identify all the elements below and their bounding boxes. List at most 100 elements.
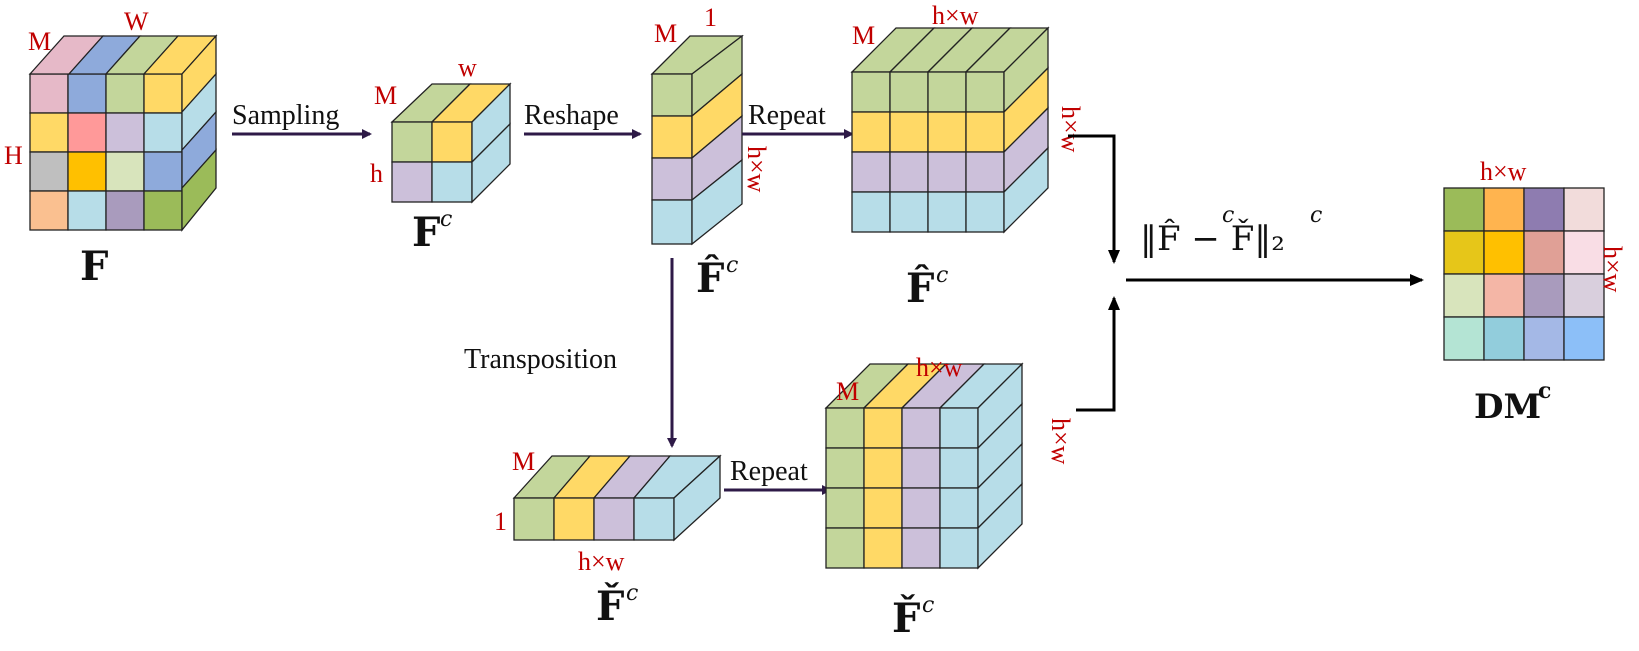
dm-cell — [1523, 316, 1565, 361]
column-fhat-label-m: M — [654, 19, 677, 48]
cube-fcheck-repeat-symbol: F̌ — [892, 595, 920, 642]
cube-fhat-repeat-label-hw-side: h×w — [1056, 106, 1085, 153]
fhat-cube-front-cell — [851, 151, 891, 193]
cube-fhat-repeat: M h×w h×w F̂ c — [850, 1, 1085, 312]
fhat-cube-front-cell — [889, 71, 929, 113]
cube-fhat-repeat-superscript: c — [936, 263, 948, 288]
cube-f-side-face — [181, 34, 217, 232]
fhat-cube-front-cell — [965, 151, 1005, 193]
cube-fhat-repeat-label-hw-top: h×w — [932, 1, 979, 30]
arrow-repeat-top: Repeat — [742, 100, 854, 139]
cube-f-cell — [105, 190, 145, 231]
fhat-cube-front-cell — [851, 191, 891, 233]
fcheck-cube-front-cell — [825, 527, 865, 569]
formula-superscript-2: c — [1310, 203, 1322, 228]
fhat-cube-front-cell — [927, 111, 967, 153]
cube-f-symbol: F — [80, 243, 108, 290]
fhat-cube-front-cell — [927, 191, 967, 233]
cube-fc: M w h F c — [370, 53, 512, 256]
cube-f-cell — [67, 73, 107, 114]
fcheck-cube-front-cell — [825, 487, 865, 529]
fhat-cube-front-cell — [851, 111, 891, 153]
cube-f-cell — [67, 151, 107, 192]
fcheck-cube-front-cell — [863, 527, 903, 569]
slab-fcheck-superscript: c — [626, 581, 638, 606]
cube-fhat-repeat-label-m: M — [852, 21, 875, 50]
output-superscript: c — [1538, 378, 1551, 404]
dm-cell — [1563, 187, 1605, 232]
formula: ‖F̂ − F̌‖₂ c c — [1140, 203, 1322, 259]
fcheck-cube-front-cell — [901, 527, 941, 569]
merge-connectors — [1068, 134, 1424, 412]
cube-f-label-w: W — [124, 7, 149, 36]
slab-fcheck: M 1 h×w F̌ c — [494, 447, 722, 630]
fcheck-cube-front-cell — [901, 487, 941, 529]
fhat-cube-front-cell — [927, 151, 967, 193]
dm-cell — [1483, 187, 1525, 232]
cube-fcheck-repeat-label-m: M — [836, 377, 859, 406]
arrow-transposition: Transposition — [464, 258, 677, 448]
cube-f-cell — [29, 151, 69, 192]
fhat-cube-front-cell — [889, 191, 929, 233]
dm-cell — [1563, 273, 1605, 318]
fcheck-cube-front-cell — [939, 527, 979, 569]
cube-fc-label-h: h — [370, 159, 383, 188]
arrow-reshape-label: Reshape — [524, 100, 619, 131]
slab-fcheck-label-m: M — [512, 447, 535, 476]
fcheck-cube-front-cell — [901, 447, 941, 489]
cube-f-cell — [29, 73, 69, 114]
column-fhat-label-hw: h×w — [742, 146, 771, 193]
cube-f: M W H F — [4, 7, 218, 290]
fhat-cube-front-cell — [965, 71, 1005, 113]
fcheck-cube-side-cell — [977, 482, 1023, 570]
fcheck-cube-front-cell — [825, 447, 865, 489]
cube-fcheck-repeat-label-hw-top: h×w — [916, 353, 963, 382]
cube-fc-superscript: c — [440, 207, 452, 232]
slab-fcheck-symbol: F̌ — [596, 583, 624, 630]
cube-fcheck-repeat: M h×w h×w F̌ c — [824, 353, 1075, 642]
cube-f-label-h: H — [4, 141, 23, 170]
fcheck-cube-front-cell — [863, 407, 903, 449]
cube-fc-symbol: F — [412, 209, 440, 256]
cube-f-front-face — [29, 73, 183, 231]
cube-f-cell — [143, 151, 183, 192]
slab-fcheck-label-1: 1 — [494, 507, 507, 536]
cube-fcheck-repeat-label-hw-side: h×w — [1046, 418, 1075, 465]
fcheck-cube-front-cell — [825, 407, 865, 449]
dm-cell — [1443, 187, 1485, 232]
fcheck-cube-front-cell — [939, 407, 979, 449]
fhat-cube-front-cell — [927, 71, 967, 113]
fcheck-cube-front-cell — [939, 487, 979, 529]
fhat-cube-front-cell — [889, 111, 929, 153]
cube-f-cell — [143, 112, 183, 153]
fhat-cube-side-cell — [1003, 146, 1049, 234]
cube-f-cell — [29, 112, 69, 153]
arrow-repeat-bottom-label: Repeat — [730, 456, 808, 487]
fhat-cube-front-cell — [889, 151, 929, 193]
dm-cell — [1443, 230, 1485, 275]
output-symbol: DM — [1474, 387, 1541, 427]
arrow-transposition-label: Transposition — [464, 344, 617, 375]
cube-fcheck-repeat-superscript: c — [922, 593, 934, 618]
fcheck-cube-front-cell — [939, 447, 979, 489]
cube-f-cell — [105, 112, 145, 153]
arrow-sampling: Sampling — [232, 100, 372, 139]
formula-text: ‖F̂ − F̌‖₂ — [1140, 218, 1285, 259]
arrow-repeat-bottom: Repeat — [724, 456, 832, 495]
cube-fhat-repeat-symbol: F̂ — [906, 265, 934, 312]
cube-f-cell — [67, 190, 107, 231]
dm-cell — [1523, 230, 1565, 275]
dm-cell — [1523, 187, 1565, 232]
column-fhat-superscript: c — [726, 253, 738, 278]
column-fhat-label-1: 1 — [704, 3, 717, 32]
formula-superscript-1: c — [1222, 203, 1234, 228]
dm-cell — [1483, 316, 1525, 361]
fhat-cube-front-cell — [851, 71, 891, 113]
dm-cell — [1483, 273, 1525, 318]
column-fhat-symbol: F̂ — [696, 255, 724, 302]
cube-f-cell — [105, 151, 145, 192]
output-dm: h×w h×w DM c — [1443, 157, 1627, 427]
column-fhat: M 1 h×w F̂ c — [650, 3, 771, 302]
cube-f-cell — [67, 112, 107, 153]
